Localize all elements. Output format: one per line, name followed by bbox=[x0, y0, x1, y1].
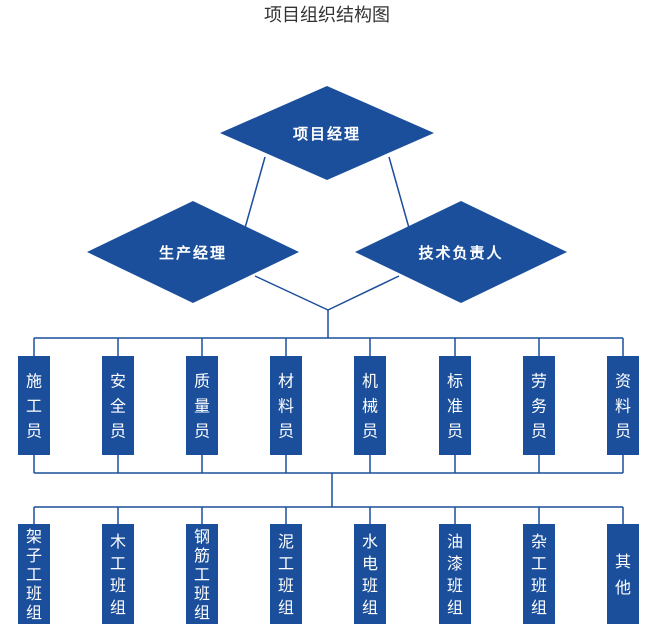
team-label-char: 水 bbox=[362, 532, 378, 551]
team-label-char: 班 bbox=[110, 576, 126, 595]
team-label-char: 筋 bbox=[194, 546, 210, 565]
staff-label-char: 员 bbox=[447, 422, 463, 441]
team-box bbox=[186, 524, 218, 624]
team-label-char: 工 bbox=[278, 554, 294, 573]
staff-label-char: 施 bbox=[26, 372, 42, 391]
team-box bbox=[270, 524, 302, 624]
staff-label-char: 机 bbox=[362, 372, 378, 391]
staff-box bbox=[523, 356, 555, 455]
team-label-char: 钢 bbox=[194, 527, 210, 546]
staff-label-char: 员 bbox=[362, 422, 378, 441]
team-label-char: 班 bbox=[531, 576, 547, 595]
team-label-char: 电 bbox=[362, 554, 378, 573]
team-label-char: 工 bbox=[194, 565, 210, 584]
staff-label-char: 准 bbox=[447, 397, 463, 416]
connector-top-right bbox=[388, 156, 410, 229]
team-label-char: 工 bbox=[26, 565, 42, 584]
team-label-char: 组 bbox=[447, 598, 463, 617]
staff-box bbox=[607, 356, 639, 455]
team-label-char: 班 bbox=[362, 576, 378, 595]
staff-label-char: 务 bbox=[531, 397, 547, 416]
team-box bbox=[102, 524, 134, 624]
team-label-char: 其 bbox=[615, 552, 631, 571]
staff-box bbox=[186, 356, 218, 455]
staff-label-char: 材 bbox=[278, 372, 294, 391]
team-label-char: 泥 bbox=[278, 532, 294, 551]
team-box bbox=[607, 524, 639, 624]
team-label-char: 杂 bbox=[531, 532, 547, 551]
production-manager-node bbox=[87, 201, 299, 303]
staff-label-char: 员 bbox=[110, 422, 126, 441]
staff-box bbox=[354, 356, 386, 455]
staff-label-char: 劳 bbox=[531, 372, 547, 391]
production-manager-node-label: 生产经理 bbox=[159, 244, 227, 262]
staff-label-char: 全 bbox=[110, 397, 126, 416]
staff-label-char: 员 bbox=[194, 422, 210, 441]
staff-label-char: 标 bbox=[447, 372, 463, 391]
staff-label-char: 工 bbox=[26, 397, 42, 416]
team-box bbox=[18, 524, 50, 624]
team-label-char: 工 bbox=[531, 554, 547, 573]
connector-left-merge bbox=[254, 275, 329, 311]
connector-top-left bbox=[244, 156, 266, 229]
team-label-char: 组 bbox=[278, 598, 294, 617]
project-manager-node-label: 项目经理 bbox=[293, 125, 361, 143]
technical-lead-node-label: 技术负责人 bbox=[418, 244, 503, 262]
staff-label-char: 员 bbox=[531, 422, 547, 441]
team-label-char: 班 bbox=[26, 584, 42, 603]
staff-box bbox=[18, 356, 50, 455]
org-nodes: 施工员安全员质量员材料员机械员标准员劳务员资料员架子工班组木工班组钢筋工班组泥工… bbox=[18, 86, 639, 624]
team-box bbox=[523, 524, 555, 624]
team-box bbox=[439, 524, 471, 624]
team-label-char: 油 bbox=[447, 532, 463, 551]
team-label-char: 班 bbox=[447, 576, 463, 595]
staff-box bbox=[439, 356, 471, 455]
project-manager-node bbox=[220, 86, 434, 180]
team-label-char: 组 bbox=[26, 603, 42, 622]
team-box bbox=[354, 524, 386, 624]
staff-label-char: 械 bbox=[362, 397, 378, 416]
team-label-char: 组 bbox=[110, 598, 126, 617]
staff-label-char: 量 bbox=[194, 397, 210, 416]
team-label-char: 组 bbox=[362, 598, 378, 617]
page-title: 项目组织结构图 bbox=[264, 5, 390, 26]
staff-label-char: 料 bbox=[615, 397, 631, 416]
staff-label-char: 员 bbox=[615, 422, 631, 441]
technical-lead-node bbox=[355, 201, 567, 303]
staff-box bbox=[102, 356, 134, 455]
staff-label-char: 资 bbox=[615, 372, 631, 391]
staff-label-char: 员 bbox=[278, 422, 294, 441]
staff-label-char: 安 bbox=[110, 372, 126, 391]
staff-box bbox=[270, 356, 302, 455]
team-label-char: 他 bbox=[615, 578, 631, 597]
team-label-char: 工 bbox=[110, 554, 126, 573]
connector-right-merge bbox=[327, 275, 400, 311]
connector-lines bbox=[33, 156, 624, 524]
team-label-char: 木 bbox=[110, 532, 126, 551]
team-label-char: 子 bbox=[26, 546, 42, 565]
team-label-char: 组 bbox=[194, 603, 210, 622]
staff-label-char: 员 bbox=[26, 422, 42, 441]
team-label-char: 班 bbox=[194, 584, 210, 603]
staff-label-char: 料 bbox=[278, 397, 294, 416]
team-label-char: 组 bbox=[531, 598, 547, 617]
team-label-char: 架 bbox=[26, 527, 42, 546]
team-label-char: 班 bbox=[278, 576, 294, 595]
team-label-char: 漆 bbox=[447, 554, 463, 573]
staff-label-char: 质 bbox=[194, 372, 210, 391]
